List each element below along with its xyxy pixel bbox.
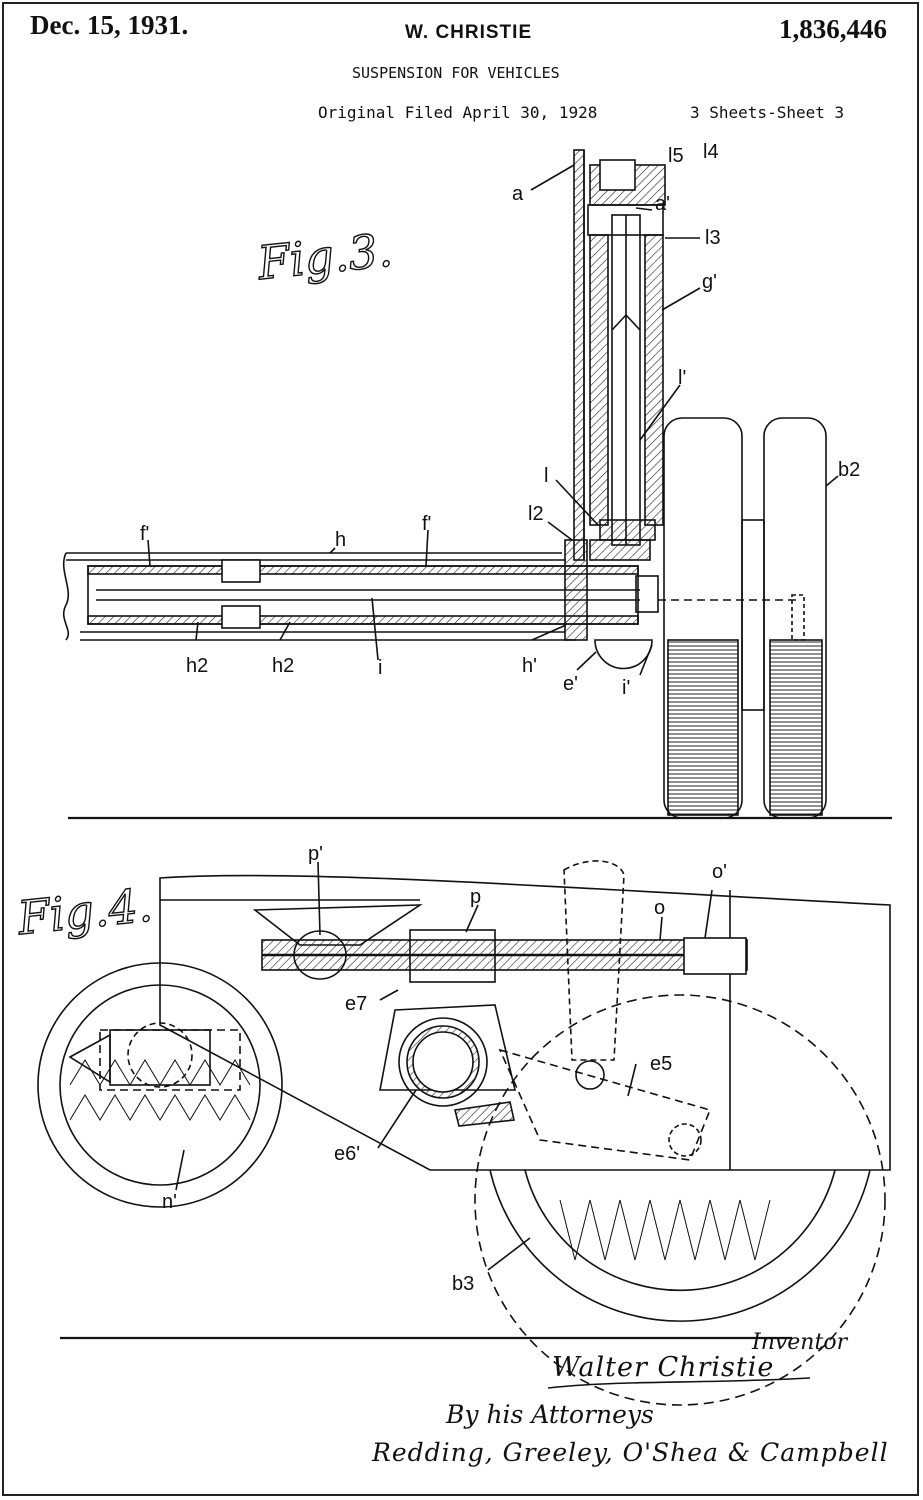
- vertical-housing-wall: [573, 149, 585, 561]
- label-h2-left: h2: [186, 655, 208, 677]
- fig4-title: Fig.4.: [14, 877, 154, 945]
- label-p: p: [470, 886, 481, 908]
- rear-wheel-b3: [474, 994, 886, 1406]
- label-e7: e7: [345, 993, 367, 1015]
- label-a: a: [512, 183, 524, 205]
- inventor-signature: Walter Christie: [552, 1352, 775, 1383]
- label-e5: e5: [650, 1053, 672, 1075]
- label-o: o: [654, 897, 665, 919]
- tube-break-line: [62, 552, 70, 641]
- label-l: l: [544, 465, 548, 487]
- attorneys-signature: Redding, Greeley, O'Shea & Campbell: [372, 1438, 889, 1467]
- signature-underline: [547, 1377, 811, 1389]
- label-g-prime: g': [702, 271, 717, 293]
- hull-outline: [159, 874, 891, 1171]
- spring-block-p: [409, 929, 496, 983]
- label-h-prime: h': [522, 655, 537, 677]
- road-wheel-b2: [658, 417, 827, 819]
- patent-title: SUSPENSION FOR VEHICLES: [352, 64, 560, 82]
- vertical-shock-spring: [563, 860, 625, 1061]
- inventor-name: W. CHRISTIE: [405, 22, 533, 43]
- label-h: h: [335, 529, 346, 551]
- label-i-prime: i': [622, 677, 630, 699]
- label-e6-prime: e6': [334, 1143, 360, 1165]
- label-b3: b3: [452, 1273, 474, 1295]
- patent-date: Dec. 15, 1931.: [30, 10, 189, 40]
- coil-spring: [589, 234, 664, 526]
- label-b2: b2: [838, 459, 860, 481]
- link-e5: [498, 1048, 712, 1161]
- attorneys-label: By his Attorneys: [446, 1400, 654, 1429]
- label-n-prime: n': [162, 1191, 177, 1213]
- label-f-prime-left: f': [140, 523, 149, 545]
- bellcrank-hub-e6: [398, 1017, 488, 1107]
- wheel-hub-nut: [635, 575, 659, 613]
- label-l5: l5: [668, 145, 684, 167]
- figure-4: Fig.4.: [14, 860, 891, 1406]
- fig3-title: Fig.3.: [254, 222, 394, 290]
- patent-number: 1,836,446: [779, 14, 887, 44]
- label-o-prime: o': [712, 861, 727, 883]
- label-a-prime: a': [655, 193, 670, 215]
- label-l2: l2: [528, 503, 544, 525]
- label-p-prime: p': [308, 843, 323, 865]
- label-e-prime: e': [563, 673, 578, 695]
- label-i: i: [378, 657, 382, 679]
- inventor-label: Inventor: [752, 1330, 848, 1355]
- filing-date: Original Filed April 30, 1928: [318, 103, 598, 122]
- fig4-labels: p' p o o' e7 e5 e6' n' b3: [162, 843, 727, 1295]
- figure-3: Fig.3.: [62, 149, 892, 820]
- label-l-prime: l': [678, 367, 686, 389]
- sheet-number: 3 Sheets-Sheet 3: [690, 103, 845, 122]
- bearing-block: [221, 559, 261, 583]
- label-h2-right: h2: [272, 655, 294, 677]
- fig3-labels: a a' l5 l4 l3 g' l' l l2 b2 f' h f' h2 h…: [140, 141, 860, 699]
- label-f-prime-right: f': [422, 513, 431, 535]
- label-l3: l3: [705, 227, 721, 249]
- label-l4: l4: [703, 141, 719, 163]
